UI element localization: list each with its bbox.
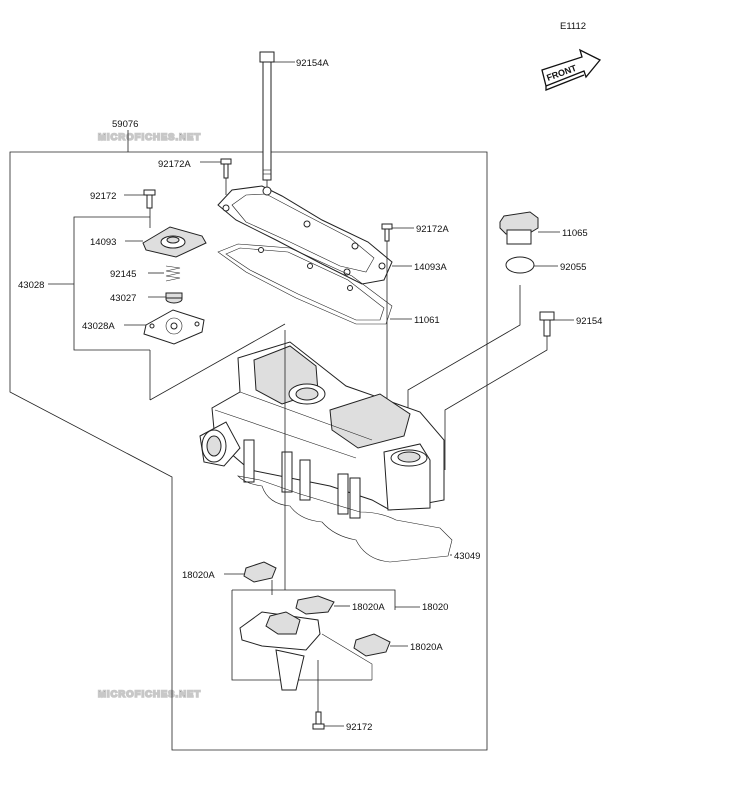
breather-cover-14093	[125, 226, 207, 258]
diaphragm-43028A	[124, 309, 205, 345]
label-18020A-left: 18020A	[182, 570, 215, 581]
label-92055: 92055	[560, 262, 586, 273]
diagram-code: E1112	[560, 21, 586, 32]
label-18020A-mid: 18020A	[352, 602, 385, 613]
label-92154A: 92154A	[296, 58, 329, 69]
small-bolt-92172-bottom	[312, 660, 344, 730]
bolt-92154	[444, 311, 574, 470]
label-14093: 14093	[90, 237, 116, 248]
watermark-top: MICROFICHES.NET	[98, 132, 201, 143]
gasket-11061	[217, 243, 412, 325]
breather-assembly-bracket-43028	[48, 216, 286, 401]
label-92172A-right: 92172A	[416, 224, 449, 235]
filter-pad-assembly-18020	[224, 330, 420, 691]
label-92172-bottom: 92172	[346, 722, 372, 733]
small-bolt-92172-left	[124, 189, 156, 228]
front-arrow-icon: FRONT	[541, 48, 602, 91]
watermark-bottom: MICROFICHES.NET	[98, 689, 201, 700]
cylinder-head-cover	[199, 341, 445, 519]
label-92154: 92154	[576, 316, 602, 327]
gasket-43049	[237, 475, 453, 563]
plate-43027	[148, 292, 183, 304]
label-43049: 43049	[454, 551, 480, 562]
label-92145: 92145	[110, 269, 136, 280]
label-18020A-right: 18020A	[410, 642, 443, 653]
oil-filler-cap-11065	[499, 211, 560, 245]
spring-92145	[148, 265, 181, 282]
label-92172-left: 92172	[90, 191, 116, 202]
cover-plate-14093A	[217, 185, 412, 285]
cover-assembly-outline	[9, 130, 488, 751]
small-bolt-92172A-top	[200, 158, 232, 195]
label-14093A: 14093A	[414, 262, 447, 273]
label-11065: 11065	[562, 228, 588, 239]
label-43027: 43027	[110, 293, 136, 304]
label-18020: 18020	[422, 602, 448, 613]
long-bolt-92154A	[259, 51, 295, 192]
label-59076: 59076	[112, 119, 138, 130]
label-11061: 11061	[414, 315, 440, 326]
label-43028A: 43028A	[82, 321, 115, 332]
label-92172A-top: 92172A	[158, 159, 191, 170]
label-43028: 43028	[18, 280, 44, 291]
